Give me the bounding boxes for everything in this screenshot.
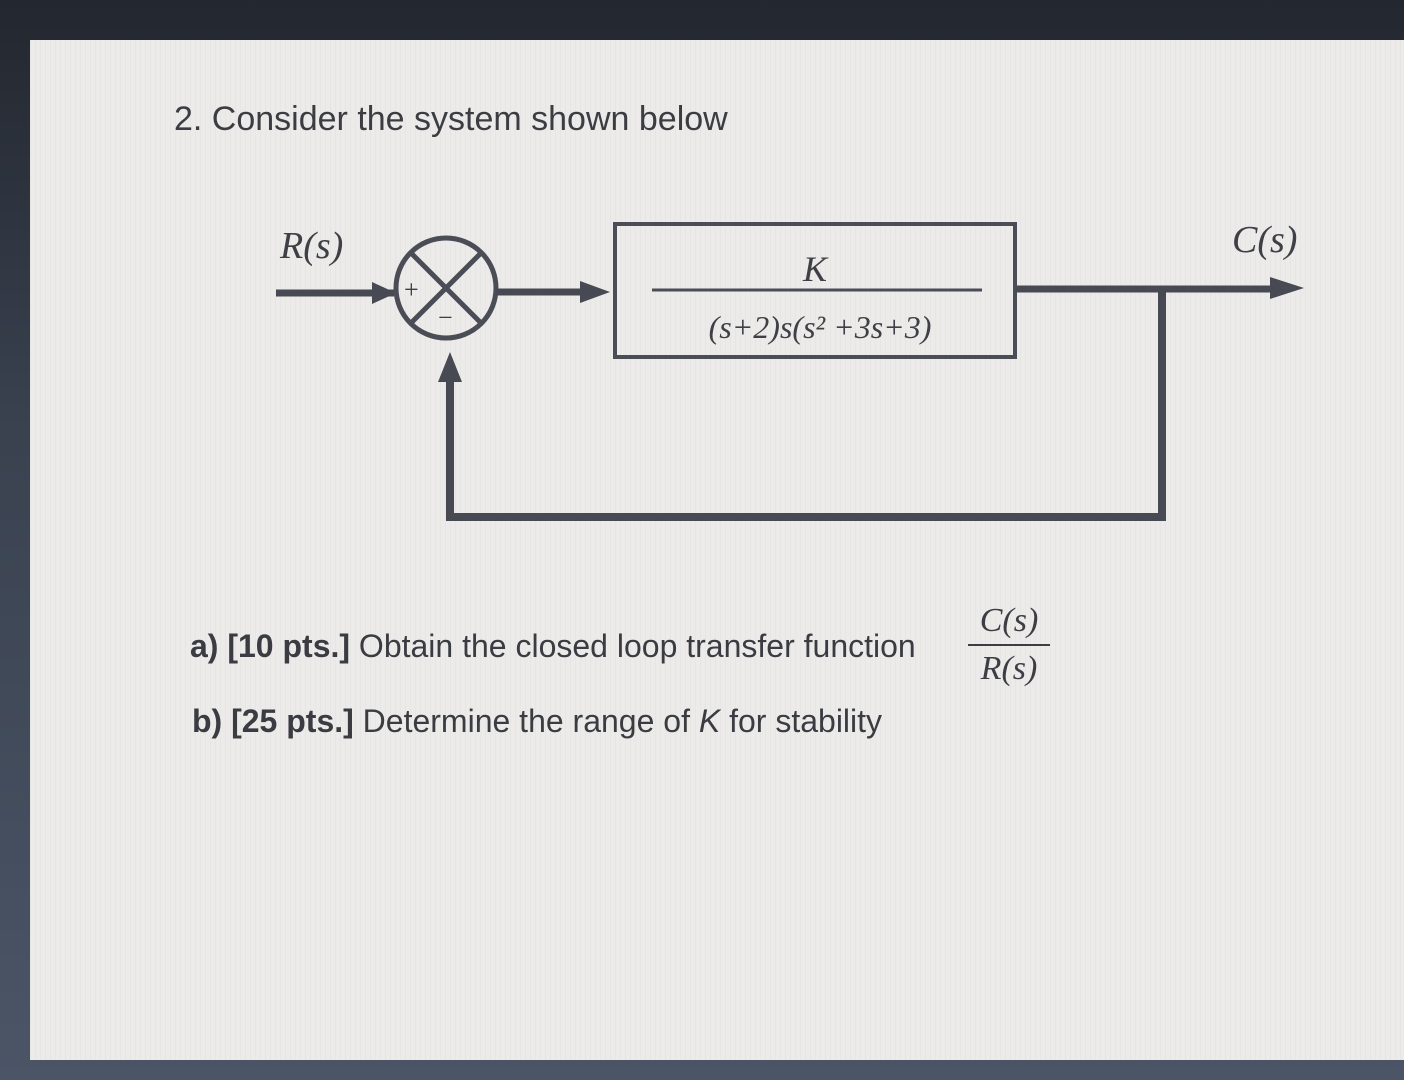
problem-title: 2. Consider the system shown below: [174, 100, 728, 138]
question-b-variable: K: [698, 703, 721, 739]
input-arrowhead: [372, 282, 396, 304]
question-b: b) [25 pts.] Determine the range of K fo…: [192, 703, 882, 740]
question-a-points: a) [10 pts.]: [190, 628, 351, 664]
problem-sheet: [30, 40, 1404, 1060]
block-numerator: K: [802, 249, 829, 289]
transfer-function-fraction: C(s) R(s): [968, 600, 1050, 690]
question-b-points: b) [25 pts.]: [192, 703, 354, 739]
sum-minus-sign: −: [438, 303, 453, 332]
fraction-bar: [968, 644, 1050, 646]
feedback-path: [446, 289, 1166, 521]
question-a-text: Obtain the closed loop transfer function: [358, 628, 916, 664]
summing-junction-cross: [409, 251, 483, 325]
output-arrowhead: [1270, 277, 1304, 299]
question-b-text-2: for stability: [720, 703, 883, 739]
fraction-denominator: R(s): [980, 650, 1038, 687]
question-b-text-1: Determine the range of: [362, 703, 699, 739]
output-label: C(s): [1232, 219, 1297, 261]
summing-junction: [393, 235, 499, 341]
junction-to-block-arrowhead: [580, 281, 610, 303]
sum-plus-sign: +: [404, 275, 419, 304]
question-a: a) [10 pts.] Obtain the closed loop tran…: [190, 628, 916, 665]
block-denominator: (s+2)s(s² +3s+3): [709, 309, 932, 345]
fraction-numerator: C(s): [979, 602, 1039, 639]
input-label: R(s): [279, 225, 343, 267]
feedback-arrowhead: [438, 352, 462, 382]
